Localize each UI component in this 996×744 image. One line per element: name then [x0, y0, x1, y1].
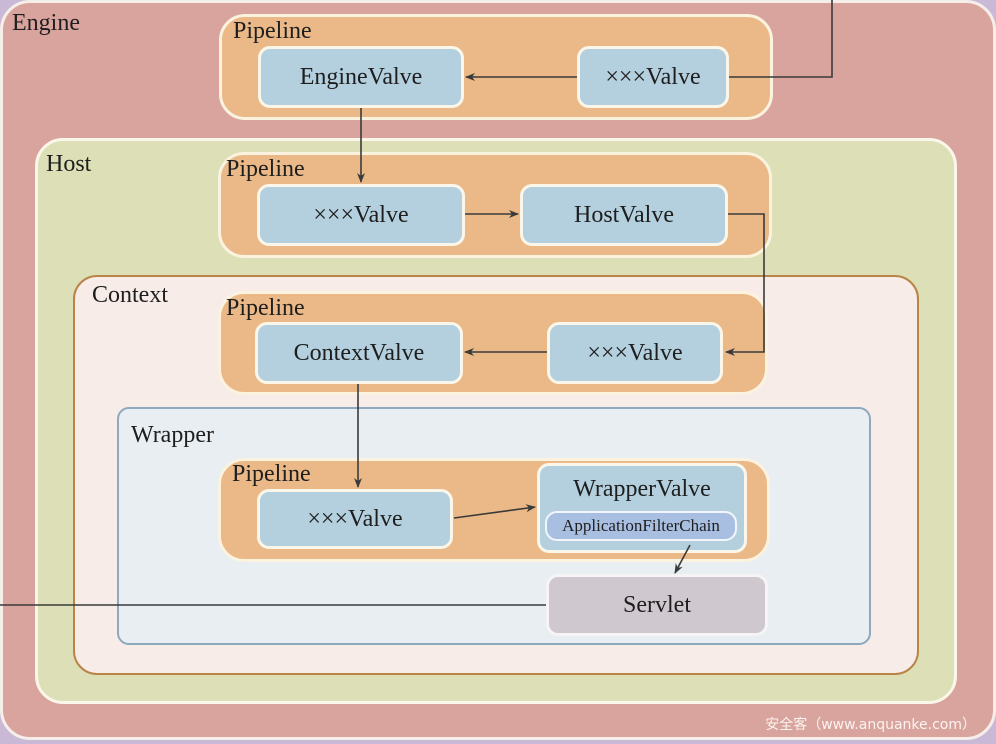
engine-custom-valve: ×××Valve: [577, 46, 729, 108]
wrapper-title: Wrapper: [131, 422, 214, 448]
engine-pipeline-title: Pipeline: [233, 18, 312, 44]
context-valve: ContextValve: [255, 322, 463, 384]
engine-title: Engine: [12, 10, 80, 36]
wrapper-custom-valve: ×××Valve: [257, 489, 453, 549]
host-title: Host: [46, 151, 92, 177]
host-valve: HostValve: [520, 184, 728, 246]
wrapper-valve: WrapperValve ApplicationFilterChain: [537, 463, 747, 553]
context-pipeline-title: Pipeline: [226, 295, 305, 321]
wrapper-valve-label: WrapperValve: [573, 476, 711, 502]
context-title: Context: [92, 282, 168, 308]
engine-valve: EngineValve: [258, 46, 464, 108]
wrapper-pipeline-title: Pipeline: [232, 461, 311, 487]
servlet: Servlet: [546, 574, 768, 636]
host-pipeline-title: Pipeline: [226, 156, 305, 182]
context-custom-valve: ×××Valve: [547, 322, 723, 384]
host-custom-valve: ×××Valve: [257, 184, 465, 246]
application-filter-chain: ApplicationFilterChain: [545, 511, 737, 541]
watermark: 安全客（www.anquanke.com）: [765, 717, 976, 733]
